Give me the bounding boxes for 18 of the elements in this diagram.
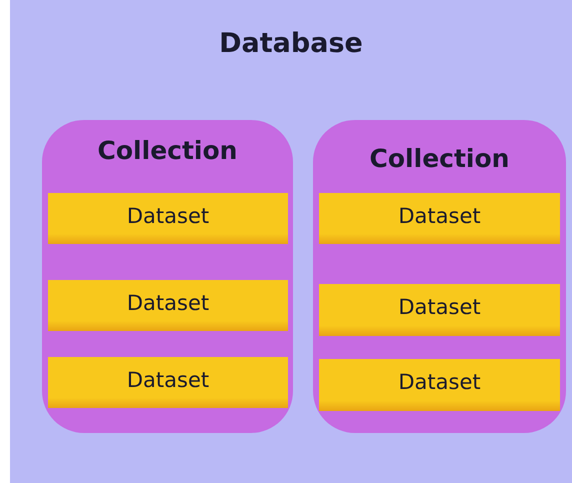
dataset-label: Dataset	[126, 291, 210, 315]
database-panel	[10, 0, 572, 483]
collection-heading: Collection	[370, 144, 510, 173]
dataset-label: Dataset	[126, 368, 210, 392]
dataset-label: Dataset	[398, 295, 481, 319]
dataset-bar	[319, 284, 560, 336]
collection-heading: Collection	[98, 136, 238, 165]
dataset-label: Dataset	[398, 204, 481, 228]
database-title: Database	[219, 28, 363, 59]
collection-container	[313, 120, 566, 433]
dataset-bar	[48, 357, 288, 408]
dataset-bar	[319, 359, 560, 411]
collection-container	[42, 120, 293, 433]
dataset-bar	[48, 193, 288, 244]
dataset-bar	[48, 280, 288, 331]
dataset-bar	[319, 193, 560, 244]
dataset-label: Dataset	[126, 204, 210, 228]
dataset-label: Dataset	[398, 370, 481, 394]
